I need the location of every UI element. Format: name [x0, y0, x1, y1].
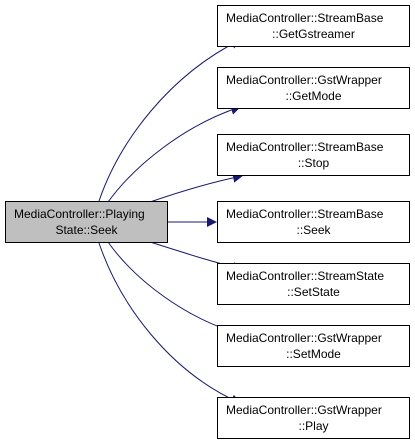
source-node-line1: MediaController::Playing: [14, 207, 145, 221]
node-streambase-stop[interactable]: MediaController::StreamBase ::Stop: [217, 134, 410, 176]
node-line1: MediaController::StreamBase: [226, 207, 384, 221]
node-line1: MediaController::StreamBase: [226, 11, 384, 25]
source-node-line2: State::Seek: [55, 223, 118, 237]
edge-to-play: [98, 242, 241, 404]
edge-to-stop: [149, 172, 243, 203]
node-line2: ::Seek: [296, 223, 331, 237]
edge-to-getmode: [107, 105, 241, 203]
node-streamstate-setstate[interactable]: MediaController::StreamState ::SetState: [217, 263, 410, 305]
node-streambase-getgstreamer[interactable]: MediaController::StreamBase ::GetGstream…: [217, 5, 410, 47]
node-line2: ::GetMode: [285, 89, 342, 103]
node-line1: MediaController::GstWrapper: [226, 73, 382, 87]
node-line2: ::Stop: [297, 156, 330, 170]
node-line1: MediaController::GstWrapper: [226, 331, 382, 345]
node-line2: ::SetState: [287, 285, 340, 299]
node-line1: MediaController::StreamBase: [226, 140, 384, 154]
edge-to-getgstreamer: [98, 39, 241, 202]
node-line2: ::GetGstreamer: [272, 27, 355, 41]
node-line2: ::Play: [298, 419, 329, 433]
node-streambase-seek[interactable]: MediaController::StreamBase ::Seek: [217, 201, 410, 243]
node-line1: MediaController::GstWrapper: [226, 403, 382, 417]
node-gstwrapper-setmode[interactable]: MediaController::GstWrapper ::SetMode: [217, 325, 410, 367]
node-line2: ::SetMode: [286, 347, 341, 361]
node-gstwrapper-play[interactable]: MediaController::GstWrapper ::Play: [217, 397, 410, 439]
node-line1: MediaController::StreamState: [226, 269, 385, 283]
node-gstwrapper-getmode[interactable]: MediaController::GstWrapper ::GetMode: [217, 67, 410, 109]
source-node-playingstate-seek: MediaController::Playing State::Seek: [5, 201, 168, 243]
